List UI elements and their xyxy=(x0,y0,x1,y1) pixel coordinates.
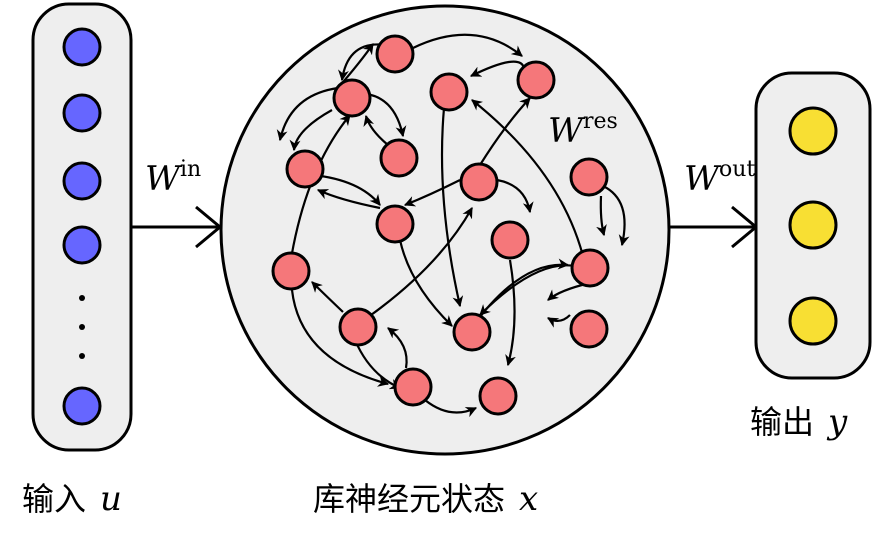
reservoir-node xyxy=(375,34,415,74)
output-node xyxy=(788,106,838,156)
connection xyxy=(276,86,339,142)
w-res-label: Wres xyxy=(548,109,618,151)
connection xyxy=(398,239,453,327)
connection xyxy=(424,399,477,418)
reservoir-node xyxy=(570,248,610,288)
reservoir-node xyxy=(516,60,556,100)
input-node xyxy=(62,93,102,133)
reservoir-node xyxy=(393,367,433,407)
reservoir-node xyxy=(459,162,499,202)
reservoir-node xyxy=(478,376,518,416)
reservoir-circle xyxy=(219,4,671,456)
output-node xyxy=(788,296,838,346)
reservoir-node xyxy=(375,204,415,244)
input-node xyxy=(62,27,102,67)
output-weight-arrow xyxy=(669,205,759,249)
connection xyxy=(505,259,516,367)
connection xyxy=(470,60,526,77)
connection xyxy=(403,179,461,207)
w-out-label: Wout xyxy=(684,157,755,199)
reservoir-node xyxy=(338,307,378,347)
reservoir-node xyxy=(490,220,530,260)
reservoir-node xyxy=(569,309,609,349)
connection xyxy=(602,185,630,247)
connection xyxy=(289,109,333,152)
input-node xyxy=(62,386,102,426)
reservoir-nodes xyxy=(271,34,610,416)
connection xyxy=(596,195,607,237)
reservoir-node xyxy=(452,312,492,352)
input-node xyxy=(62,161,102,201)
connection xyxy=(370,207,473,316)
connection xyxy=(387,327,408,369)
output-layer xyxy=(754,71,872,380)
connection xyxy=(547,314,571,328)
reservoir-node xyxy=(569,157,609,197)
output-node xyxy=(788,200,838,250)
reservoir-node xyxy=(285,149,325,189)
connection xyxy=(412,33,523,57)
reservoir-node xyxy=(429,72,469,112)
reservoir-connections xyxy=(276,33,630,418)
input-layer xyxy=(31,2,133,452)
reservoir-node xyxy=(379,138,419,178)
connection xyxy=(290,289,390,387)
connection xyxy=(311,281,344,313)
connection xyxy=(496,178,534,214)
reservoir-node xyxy=(332,78,372,118)
connection xyxy=(440,107,464,308)
w-in-label: Win xyxy=(145,157,201,199)
input-node xyxy=(62,225,102,265)
input-weight-arrow xyxy=(131,205,223,249)
connection xyxy=(316,188,381,210)
connection xyxy=(471,99,585,257)
reservoir-node xyxy=(271,251,311,291)
connection xyxy=(363,114,389,146)
ellipsis-dots xyxy=(79,295,85,359)
